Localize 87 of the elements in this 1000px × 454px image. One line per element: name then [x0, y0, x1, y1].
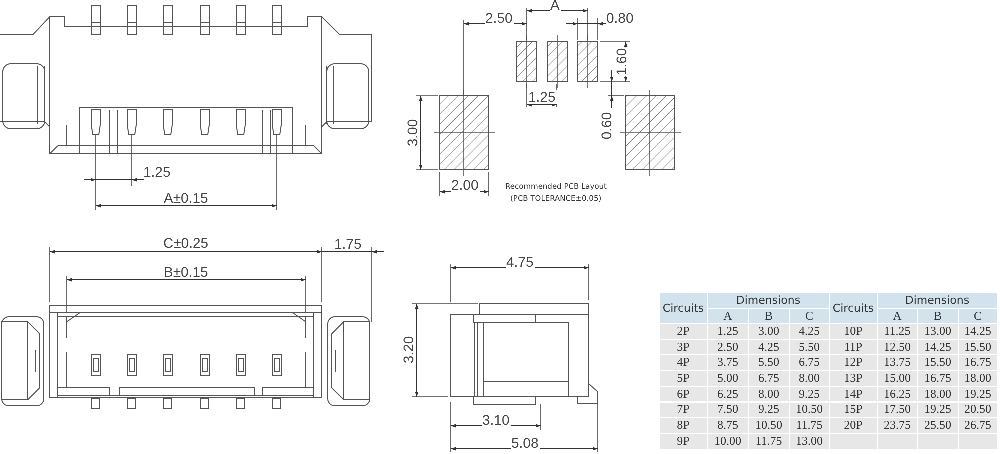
dimension-label: 1.75	[334, 237, 363, 251]
table-header: Circuits	[660, 293, 707, 323]
table-cell: 11.75	[790, 418, 829, 433]
table-cell: 13.00	[918, 324, 958, 339]
table-cell: 5.00	[708, 371, 748, 386]
table-cell: 12P	[830, 355, 877, 370]
dimension-label: 2.00	[450, 178, 480, 192]
table-cell: 20P	[830, 418, 877, 433]
table-cell: 6P	[660, 386, 707, 402]
table-cell: 26.75	[959, 418, 997, 433]
table-cell: 7.50	[708, 402, 748, 418]
table-header: A	[708, 309, 748, 323]
table-cell: 8.00	[790, 371, 829, 386]
table-cell: 5P	[660, 371, 707, 386]
table-cell: 9P	[660, 434, 707, 449]
table-cell: 20.50	[959, 402, 997, 418]
table-cell: 8.00	[749, 386, 789, 402]
table-cell: 13.75	[878, 355, 917, 370]
table-cell: 3P	[660, 340, 707, 354]
table-header: A	[878, 309, 917, 323]
dimension-label: A±0.15	[163, 191, 210, 205]
table-cell: 15.00	[878, 371, 917, 386]
table-cell: 15P	[830, 402, 877, 418]
table-cell: 11.75	[749, 434, 789, 449]
table-cell: 9.25	[790, 386, 829, 402]
table-cell: 15.50	[918, 355, 958, 370]
table-cell: 3.75	[708, 355, 748, 370]
table-cell: 15.50	[959, 340, 997, 354]
table-cell: 6.25	[708, 386, 748, 402]
table-cell: 13.00	[790, 434, 829, 449]
table-cell: 16.75	[959, 355, 997, 370]
table-cell: 14.25	[918, 340, 958, 354]
table-cell: 16.25	[878, 386, 917, 402]
dimension-label: 1.25	[528, 90, 557, 104]
table-cell: 13P	[830, 371, 877, 386]
table-cell: 4.25	[749, 340, 789, 354]
dimension-label: 1.60	[614, 47, 628, 77]
dimension-label: C±0.25	[162, 236, 210, 250]
table-header: C	[790, 309, 829, 323]
table-cell: 18.00	[959, 371, 997, 386]
table-cell: 1.25	[708, 324, 748, 339]
table-cell: 11P	[830, 340, 877, 354]
table-cell: 17.50	[878, 402, 917, 418]
table-header: Dimensions	[878, 293, 997, 308]
dimension-label: 2.50	[484, 11, 514, 25]
table-cell: 18.00	[918, 386, 958, 402]
dimension-label: 3.10	[482, 413, 511, 427]
table-cell: 7P	[660, 402, 707, 418]
dimension-label: 4.75	[506, 255, 535, 269]
table-cell: 2P	[660, 324, 707, 339]
table-cell: 6.75	[790, 355, 829, 370]
table-header: Dimensions	[708, 293, 829, 308]
table-cell: 14P	[830, 386, 877, 402]
dimension-label: A	[550, 0, 561, 12]
table-cell: 8.75	[708, 418, 748, 433]
dimension-label: 0.60	[599, 111, 614, 141]
dimension-label: 3.20	[401, 335, 416, 365]
table-cell: 16.75	[918, 371, 958, 386]
table-cell: 4P	[660, 355, 707, 370]
table-cell: 10P	[830, 324, 877, 339]
table-cell: 11.25	[878, 324, 917, 339]
table-cell: 5.50	[790, 340, 829, 354]
table-cell: 5.50	[749, 355, 789, 370]
table-header: Circuits	[830, 293, 877, 323]
table-cell: 23.75	[878, 418, 917, 433]
table-cell: 10.50	[749, 418, 789, 433]
table-cell: 2.50	[708, 340, 748, 354]
table-cell: 19.25	[959, 386, 997, 402]
table-cell: 12.50	[878, 340, 917, 354]
table-cell: 10.50	[790, 402, 829, 418]
dimension-label: 0.80	[606, 11, 635, 25]
table-cell: 14.25	[959, 324, 997, 339]
table-header: C	[959, 309, 997, 323]
table-cell: 10.00	[708, 434, 748, 449]
table-cell: 25.50	[918, 418, 958, 433]
dimension-label: 3.00	[405, 118, 420, 148]
table-cell: 19.25	[918, 402, 958, 418]
table-cell: 6.75	[749, 371, 789, 386]
table-cell: 9.25	[749, 402, 789, 418]
dimension-label: 5.08	[510, 436, 540, 450]
table-header: B	[918, 309, 958, 323]
table-header: B	[749, 309, 789, 323]
table-cell: 4.25	[790, 324, 829, 339]
table-cell: 8P	[660, 418, 707, 433]
dimension-label: B±0.15	[163, 265, 210, 279]
table-cell: 3.00	[749, 324, 789, 339]
dimension-label: 1.25	[142, 165, 172, 179]
